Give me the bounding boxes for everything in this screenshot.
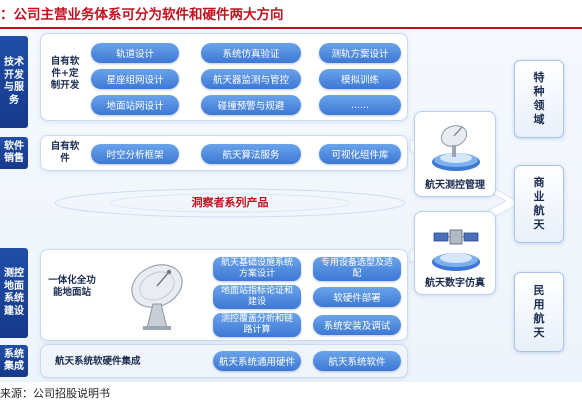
software-sales-row-label: 自有软件 xyxy=(50,141,80,164)
pill-hw-sw-deployment: 软硬件部署 xyxy=(313,287,401,307)
section-label-tech-dev: 技术开发与服务 xyxy=(0,36,28,128)
product-label-tt-management: 航天测控管理 xyxy=(425,180,485,191)
product-label-digital-simulation: 航天数字仿真 xyxy=(425,278,485,289)
integration-box: 航天系统软硬件集成 航天系统通用硬件 航天系统软件 xyxy=(40,344,408,378)
tech-dev-box: 自有软件+定制开发 轨道设计 系统仿真验证 测轨方案设计 星座组网设计 航天器监… xyxy=(40,33,408,121)
pill-station-index-build: 地面站指标论证和建设 xyxy=(213,285,301,309)
product-card-digital-simulation: 航天数字仿真 xyxy=(414,211,496,295)
pill-simulation-training: 模拟训练 xyxy=(319,69,401,89)
market-tag-civil: 民用航天 xyxy=(514,272,564,352)
pill-collision-warning: 碰撞预警与规避 xyxy=(201,95,301,115)
source-note: 来源：公司招股说明书 xyxy=(0,387,110,400)
pill-orbit-design: 轨道设计 xyxy=(91,43,179,63)
satellite-sim-icon xyxy=(432,229,480,271)
pill-constellation-network-design: 星座组网设计 xyxy=(91,69,179,89)
pill-install-debug: 系统安装及调试 xyxy=(313,315,401,335)
pill-more: ...... xyxy=(319,95,401,115)
market-tag-special: 特种领域 xyxy=(514,60,564,138)
ground-station-box: 一体化全功能地面站 航天基础设施系统方案设计 专用设备选型及适配 地面站指标论证… xyxy=(40,249,408,341)
section-label-ground-station: 测控地面系统建设 xyxy=(0,248,28,338)
section-label-software-sales: 软件销售 xyxy=(0,137,28,169)
page-title: ：公司主营业务体系可分为软件和硬件两大方向 xyxy=(0,7,284,23)
pill-equipment-selection: 专用设备选型及适配 xyxy=(313,257,401,281)
pill-system-sim-verification: 系统仿真验证 xyxy=(201,43,301,63)
market-tag-commercial: 商业航天 xyxy=(514,165,564,243)
pill-spacecraft-monitor-control: 航天器监测与管控 xyxy=(201,69,301,89)
product-series-band: 洞察者系列产品 xyxy=(40,171,420,233)
pill-general-hardware: 航天系统通用硬件 xyxy=(213,351,301,371)
band-decoration xyxy=(54,188,406,218)
pill-coverage-link-calc: 测控覆盖分析和链路计算 xyxy=(213,313,301,337)
integration-row-label: 航天系统软硬件集成 xyxy=(55,356,141,367)
tech-dev-row-label: 自有软件+定制开发 xyxy=(50,56,80,91)
tracking-antenna-icon xyxy=(432,125,480,171)
section-label-integration: 系统集成 xyxy=(0,345,28,377)
satellite-dish-icon xyxy=(131,264,183,330)
product-card-tt-management: 航天测控管理 xyxy=(414,111,496,197)
title-divider xyxy=(0,27,582,29)
product-series-title: 洞察者系列产品 xyxy=(191,196,269,209)
pill-aerospace-algorithm-service: 航天算法服务 xyxy=(201,144,301,164)
pill-system-software: 航天系统软件 xyxy=(313,351,401,371)
pill-visualization-library: 可视化组件库 xyxy=(319,144,401,164)
pill-infrastructure-design: 航天基础设施系统方案设计 xyxy=(213,257,301,281)
software-sales-box: 自有软件 时空分析框架 航天算法服务 可视化组件库 xyxy=(40,135,408,171)
pill-ground-network-design: 地面站网设计 xyxy=(91,95,179,115)
pill-spatiotemporal-framework: 时空分析框架 xyxy=(91,144,179,164)
pill-tracking-plan-design: 测轨方案设计 xyxy=(319,43,401,63)
ground-station-row-label: 一体化全功能地面站 xyxy=(48,275,96,298)
